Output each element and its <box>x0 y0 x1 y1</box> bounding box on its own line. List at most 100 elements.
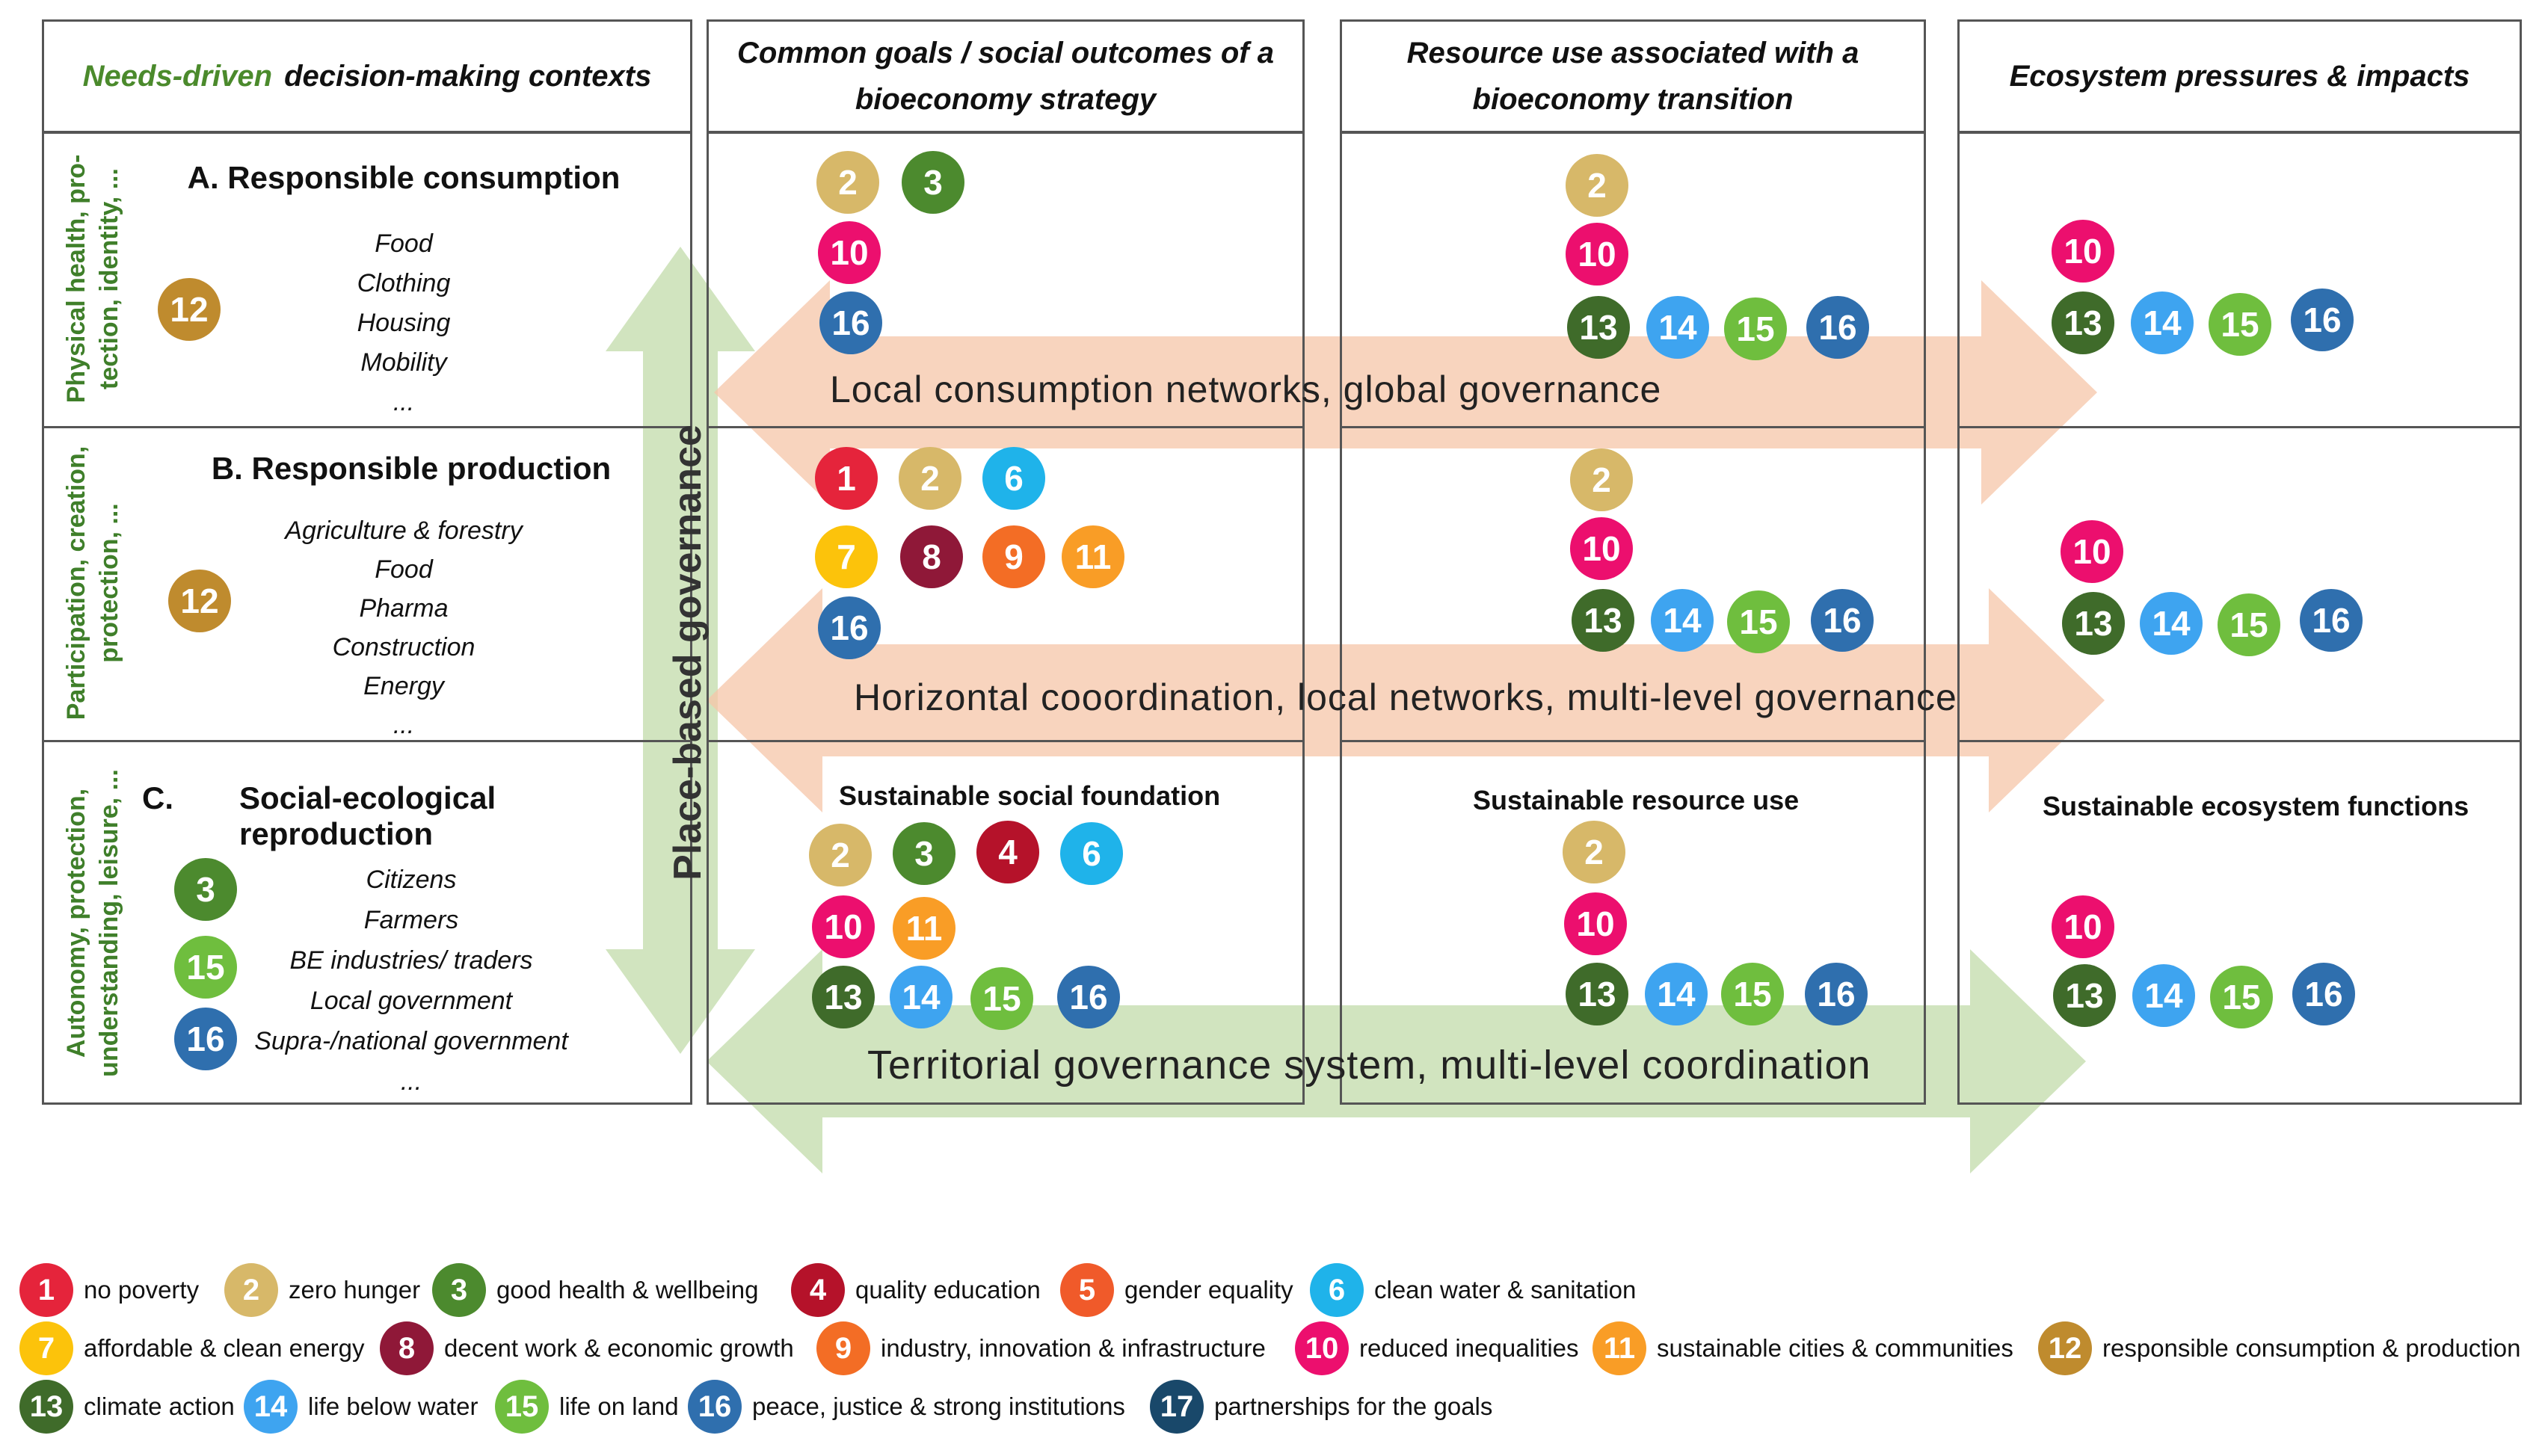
legend-label: good health & wellbeing <box>496 1276 759 1304</box>
sdg-badge-number: 2 <box>1584 833 1604 872</box>
row-divider-col2-ab <box>707 426 1305 428</box>
sdg-badge-16: 16 <box>1057 966 1120 1028</box>
sdg-badge-number: 14 <box>2152 604 2191 643</box>
row-b-item: Agriculture & forestry <box>285 516 523 545</box>
sdg-badge-15: 15 <box>1727 590 1790 653</box>
legend-label: partnerships for the goals <box>1214 1392 1493 1420</box>
sdg-badge-11: 11 <box>1592 1321 1646 1375</box>
sdg-badge-15: 15 <box>2210 966 2273 1028</box>
sdg-badge-12: 12 <box>158 278 221 341</box>
sdg-badge-1: 1 <box>19 1263 73 1317</box>
sdg-badge-number: 16 <box>2303 300 2342 339</box>
sdg-badge-16: 16 <box>2292 963 2355 1025</box>
row-b-needs-label: Participation, creation, protection, ... <box>60 434 127 732</box>
sdg-badge-12: 12 <box>2038 1321 2092 1375</box>
sdg-badge-3: 3 <box>432 1263 486 1317</box>
sdg-badge-2: 2 <box>1566 154 1628 217</box>
sdg-badge-8: 8 <box>900 525 963 588</box>
sdg-badge-15: 15 <box>2209 293 2271 356</box>
sdg-badge-10: 10 <box>1566 223 1628 286</box>
row-b-items: Agriculture & forestry Food Pharma Const… <box>224 511 583 744</box>
sdg-badge-15: 15 <box>174 936 237 999</box>
row-a-item: Clothing <box>357 269 451 297</box>
sdg-badge-number: 16 <box>830 608 869 647</box>
sdg-badge-number: 11 <box>905 909 943 948</box>
body-box-col3 <box>1340 132 1926 1105</box>
sdg-badge-6: 6 <box>982 447 1045 510</box>
row-c-needs-line2: understanding, leisure, ... <box>95 769 123 1077</box>
sdg-badge-number: 12 <box>180 582 219 620</box>
sdg-badge-14: 14 <box>2132 964 2195 1027</box>
sdg-badge-number: 10 <box>2072 532 2111 571</box>
sdg-badge-number: 14 <box>902 978 941 1017</box>
header-col2-line2: bioeconomy strategy <box>855 83 1157 116</box>
sdg-badge-14: 14 <box>890 966 953 1028</box>
legend-item: 3 good health & wellbeing <box>432 1263 758 1317</box>
sdg-badge-number: 4 <box>998 833 1018 872</box>
sdg-badge-number: 15 <box>982 979 1021 1018</box>
sdg-badge-3: 3 <box>174 858 237 921</box>
row-c-item: BE industries/ traders <box>289 946 533 975</box>
sdg-badge-number: 2 <box>831 836 850 874</box>
sdg-badge-4: 4 <box>791 1263 845 1317</box>
sdg-badge-number: 16 <box>1823 601 1862 640</box>
row-c-needs-line1: Autonomy, protection, <box>62 788 90 1058</box>
sdg-badge-number: 3 <box>196 870 215 909</box>
row-divider-col4-bc <box>1957 740 2522 742</box>
row-b-item: ... <box>393 711 415 739</box>
sdg-badge-10: 10 <box>1570 517 1633 580</box>
legend-label: no poverty <box>84 1276 200 1304</box>
legend-item: 16 peace, justice & strong institutions <box>688 1380 1125 1434</box>
sdg-badge-15: 15 <box>1724 297 1787 360</box>
legend-label: responsible consumption & production <box>2102 1334 2521 1362</box>
sdg-badge-13: 13 <box>1567 296 1630 359</box>
sdg-badge-number: 15 <box>1736 309 1775 348</box>
sdg-badge-14: 14 <box>2131 291 2194 354</box>
row-b-item: Food <box>375 555 433 584</box>
row-c-letter: C. <box>142 780 173 815</box>
legend-label: life below water <box>308 1392 478 1420</box>
sdg-badge-16: 16 <box>688 1380 742 1434</box>
sdg-badge-10: 10 <box>818 221 881 284</box>
subheading-col4: Sustainable ecosystem functions <box>2043 791 2469 821</box>
sdg-badge-number: 10 <box>2064 907 2102 946</box>
sdg-badge-12: 12 <box>168 570 231 632</box>
row-c-needs-label: Autonomy, protection, understanding, lei… <box>60 759 127 1088</box>
row-c-item: ... <box>400 1067 422 1096</box>
row-b-item: Construction <box>332 633 476 661</box>
legend-label: climate action <box>84 1392 235 1420</box>
sdg-badge-2: 2 <box>809 824 872 886</box>
sdg-badge-14: 14 <box>1645 963 1708 1025</box>
sdg-badge-9: 9 <box>982 525 1045 588</box>
sdg-badge-number: 3 <box>914 834 934 873</box>
sdg-badge-13: 13 <box>1572 589 1634 652</box>
row-divider-col3-ab <box>1340 426 1926 428</box>
legend-label: peace, justice & strong institutions <box>752 1392 1125 1420</box>
sdg-badge-1: 1 <box>815 447 878 510</box>
legend-item: 5 gender equality <box>1060 1263 1293 1317</box>
row-b-item: Pharma <box>359 594 449 623</box>
legend-label: life on land <box>559 1392 679 1420</box>
row-a-item: Housing <box>357 309 451 337</box>
header-col1: Needs-driven decision-making contexts <box>42 19 692 133</box>
header-col3: Resource use associated with a bioeconom… <box>1340 19 1926 133</box>
arrow-label-middle: Horizontal cooordination, local networks… <box>854 676 1957 718</box>
sdg-badge-14: 14 <box>1646 296 1709 359</box>
sdg-badge-15: 15 <box>2218 593 2280 656</box>
legend-label: affordable & clean energy <box>84 1334 365 1362</box>
sdg-badge-10: 10 <box>1564 892 1627 955</box>
sdg-badge-5: 5 <box>1060 1263 1114 1317</box>
body-box-col1 <box>42 132 692 1105</box>
sdg-badge-13: 13 <box>812 966 875 1028</box>
legend-label: reduced inequalities <box>1359 1334 1579 1362</box>
sdg-badge-number: 2 <box>1587 166 1607 205</box>
legend-label: gender equality <box>1124 1276 1293 1304</box>
sdg-badge-17: 17 <box>1150 1380 1204 1434</box>
